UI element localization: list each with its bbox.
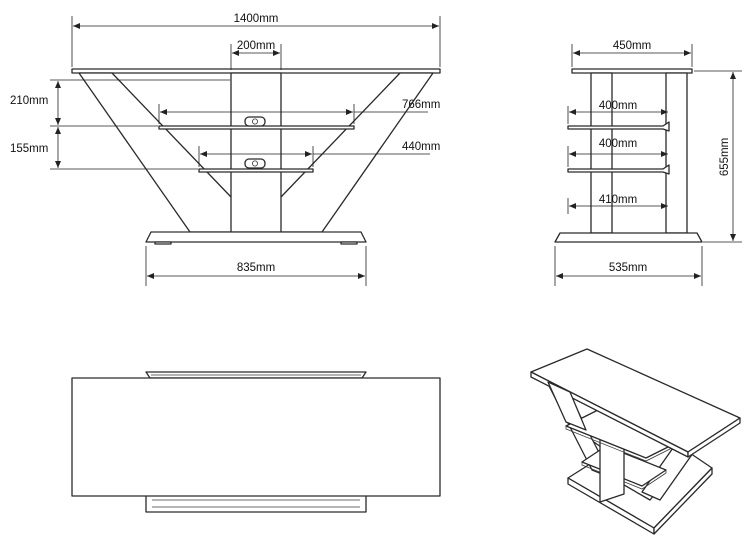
side-upper-shelf	[567, 121, 670, 132]
top-view-glass-top	[71, 377, 441, 497]
side-view: 450mm 400mm 400mm 410mm 655mm 535mm	[554, 40, 742, 286]
label-lower-shelf-width: 440mm	[402, 141, 440, 153]
label-upright-width: 200mm	[237, 40, 275, 52]
front-cable-grommet-lower	[244, 158, 266, 169]
label-upper-shelf-depth: 400mm	[599, 100, 637, 112]
label-base-width: 835mm	[237, 262, 275, 274]
side-lower-shelf	[567, 164, 670, 175]
side-base	[554, 232, 703, 243]
label-bottom-depth: 410mm	[599, 194, 637, 206]
label-lower-shelf-depth: 400mm	[599, 138, 637, 150]
persp-left-leg-upper	[547, 381, 587, 431]
label-gap-top: 210mm	[10, 95, 48, 107]
front-cable-grommet-upper	[244, 116, 266, 127]
side-upright-rear	[665, 72, 688, 234]
label-top-depth: 450mm	[613, 40, 651, 52]
front-view: 1400mm 200mm 210mm 155mm 766mm 440mm 835…	[10, 13, 441, 286]
label-upper-shelf-width: 766mm	[402, 99, 440, 111]
perspective-view	[530, 348, 741, 535]
label-total-width: 1400mm	[234, 13, 279, 25]
label-height: 655mm	[719, 138, 731, 176]
label-base-depth: 535mm	[609, 262, 647, 274]
top-view	[71, 371, 441, 513]
top-view-base-front	[145, 494, 367, 513]
front-lower-shelf	[198, 168, 314, 173]
front-central-upright	[230, 72, 282, 233]
side-top-glass	[571, 68, 693, 74]
label-gap-bottom: 155mm	[10, 143, 48, 155]
front-base	[145, 231, 367, 243]
side-upright-front	[590, 72, 613, 234]
